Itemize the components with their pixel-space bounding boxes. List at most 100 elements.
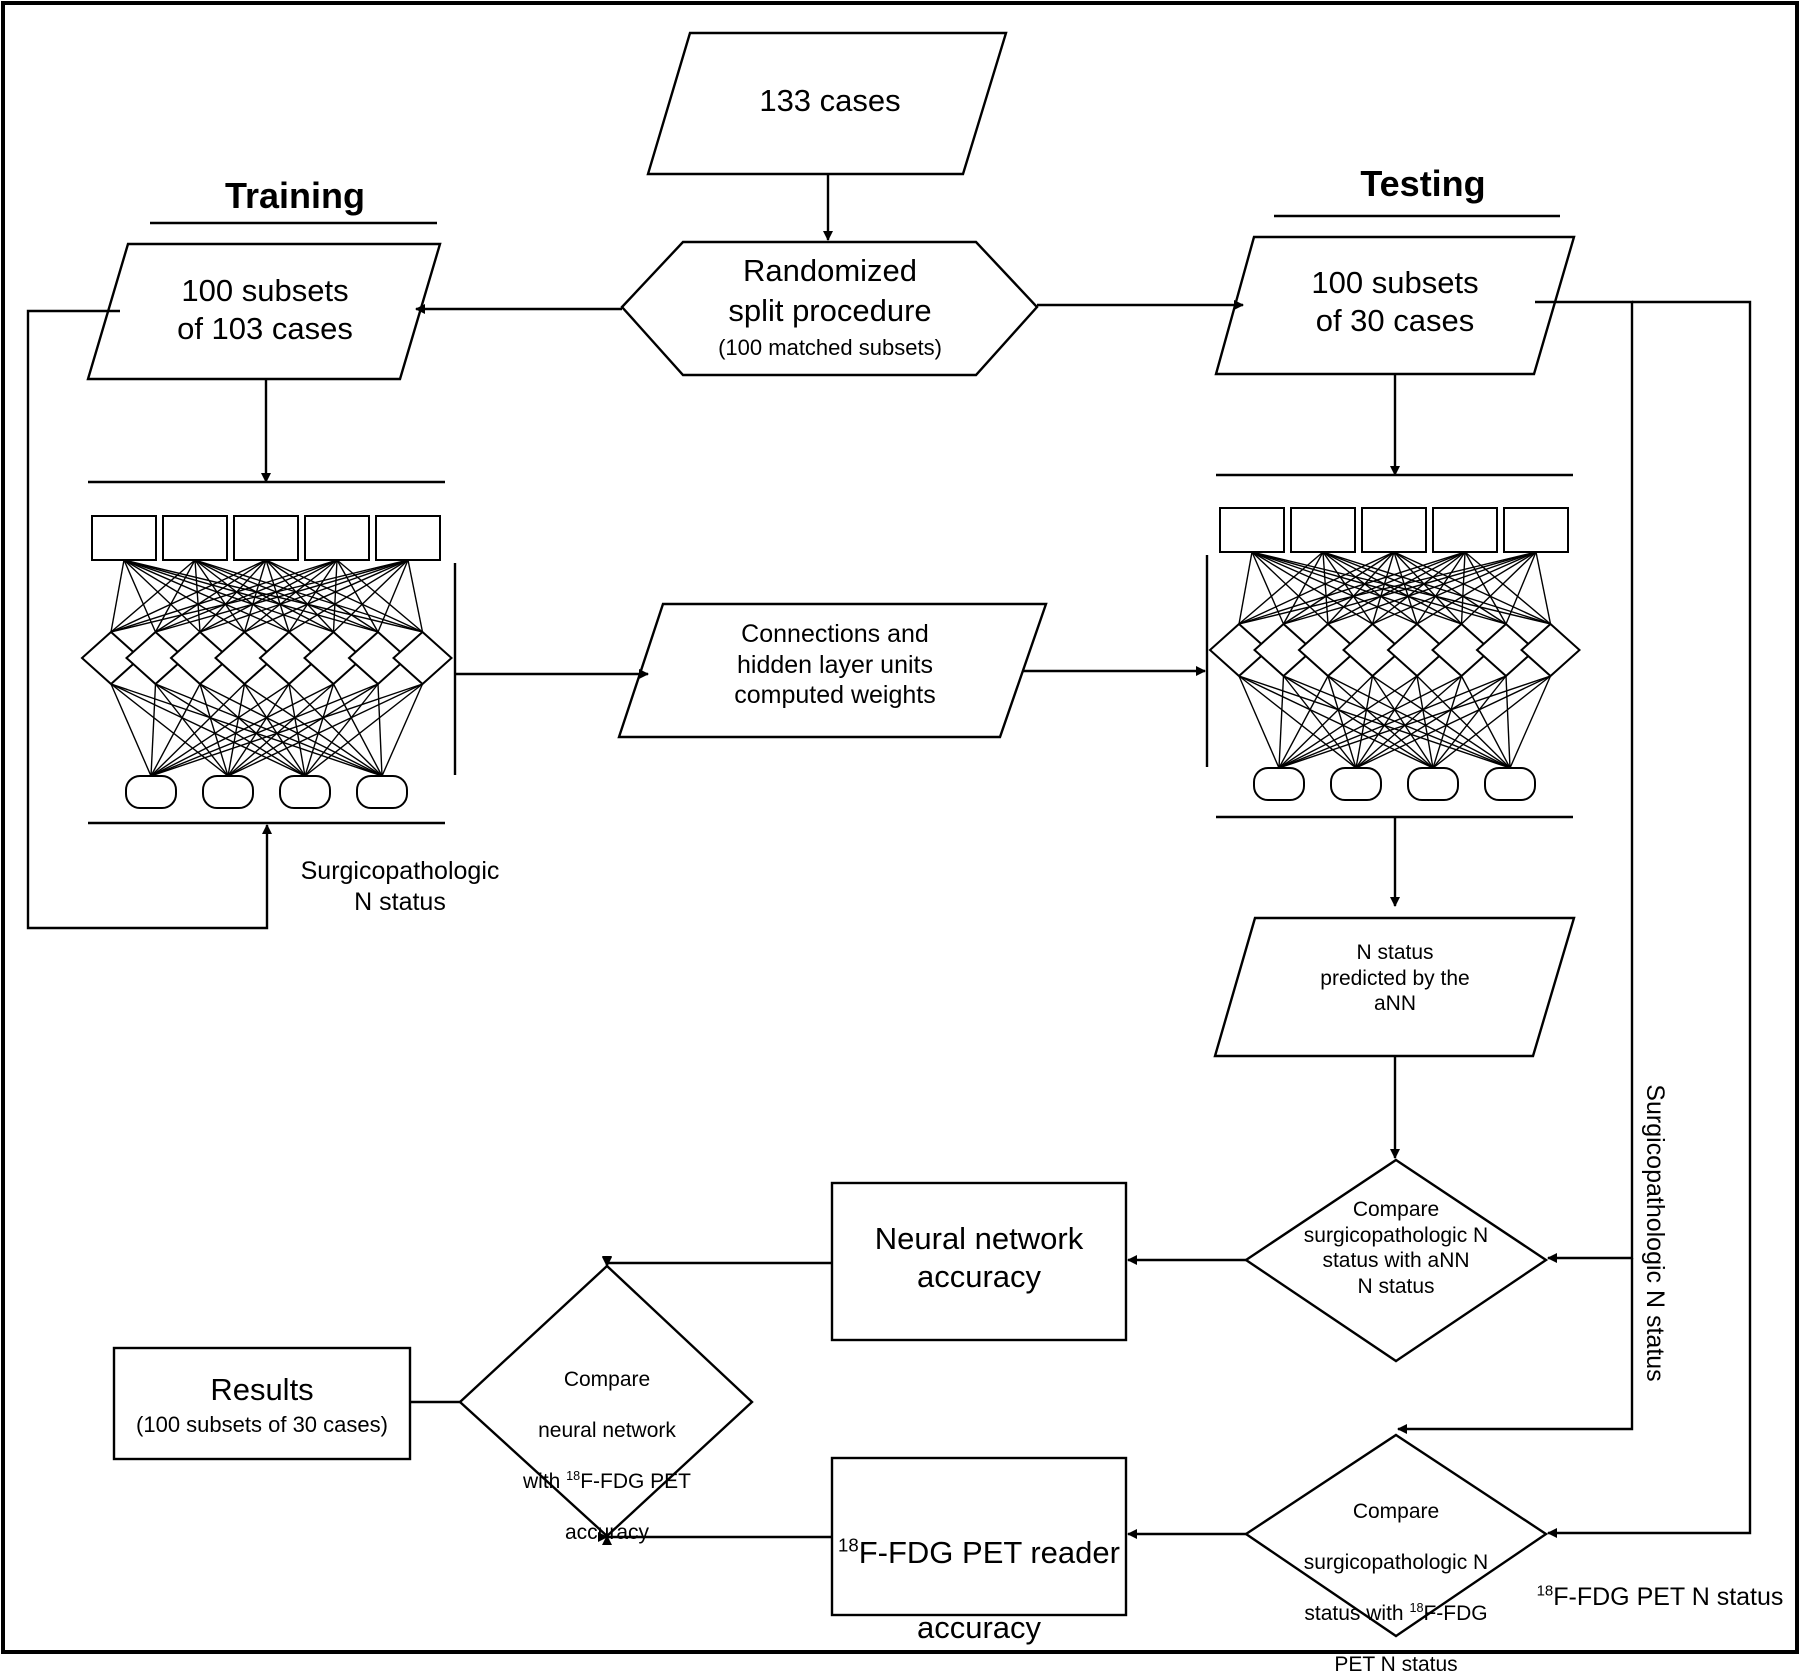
connection-line	[227, 683, 379, 777]
connection-line	[1251, 551, 1507, 625]
connection-line	[155, 559, 267, 633]
connection-line	[110, 683, 229, 777]
connection-line	[1322, 551, 1462, 625]
connection-line	[1283, 551, 1466, 625]
nn-accuracy-box	[830, 1181, 1128, 1342]
network-connections	[110, 559, 424, 777]
hidden-node	[1520, 622, 1581, 678]
connection-line	[336, 559, 423, 633]
compare-ann-diamond	[1243, 1158, 1549, 1363]
connection-line	[265, 559, 335, 633]
hidden-node	[347, 630, 409, 686]
connection-line	[110, 683, 383, 777]
connection-line	[123, 559, 423, 633]
connection-line	[1238, 675, 1511, 769]
connection-line	[336, 559, 379, 633]
connection-line	[150, 683, 290, 777]
connection-line	[155, 559, 409, 633]
arrow-pet-status-loop	[1547, 300, 1752, 1538]
compare-nn-label: Compare neural network with 18F-FDG PET …	[487, 1341, 727, 1546]
connection-line	[1327, 551, 1466, 625]
connection-line	[1251, 551, 1373, 625]
predicted-parallelogram	[1213, 916, 1576, 1058]
cases-parallelogram	[646, 31, 1008, 176]
connections-parallelogram	[617, 602, 1048, 739]
hidden-node	[1431, 622, 1492, 678]
connection-line	[1278, 675, 1462, 769]
connection-line	[288, 683, 306, 777]
connection-line	[265, 559, 290, 633]
connection-line	[1432, 675, 1507, 769]
connection-line	[150, 683, 334, 777]
connection-line	[1372, 551, 1466, 625]
connection-line	[1432, 675, 1463, 769]
hidden-node	[1386, 622, 1448, 678]
connection-line	[154, 683, 229, 777]
arrow-feedback-loop	[26, 309, 272, 930]
connection-line	[1432, 675, 1551, 769]
connection-line	[1416, 551, 1537, 625]
pet-n-status-text: F-FDG PET N status	[1553, 1582, 1784, 1611]
connection-line	[1464, 551, 1551, 625]
connection-line	[155, 559, 338, 633]
connection-line	[1416, 675, 1434, 769]
training-heading: Training	[224, 175, 365, 216]
connection-line	[150, 683, 245, 777]
connection-line	[1278, 675, 1285, 769]
predicted-label: N status predicted by the aNN	[1320, 941, 1470, 1016]
connection-line	[227, 683, 334, 777]
connection-line	[1238, 675, 1357, 769]
hidden-node	[1297, 622, 1359, 678]
connection-line	[1278, 675, 1551, 769]
training-subsets-parallelogram	[86, 242, 442, 381]
output-node	[1330, 767, 1382, 801]
pet-accuracy-line2: accuracy	[916, 1610, 1042, 1646]
connection-line	[194, 559, 334, 633]
connection-line	[265, 559, 423, 633]
split-label-line2: split procedure	[728, 293, 932, 328]
connection-line	[155, 683, 306, 777]
connection-line	[1278, 675, 1418, 769]
compare-ann-label: Compare surgicopathologic N status with …	[1303, 1198, 1489, 1298]
compare-nn-line3-post: F-FDG PET	[580, 1470, 692, 1494]
connection-line	[407, 559, 424, 633]
connection-line	[110, 559, 267, 633]
connection-line	[381, 683, 424, 777]
connection-line	[1238, 675, 1434, 769]
hidden-node	[169, 630, 231, 686]
connection-line	[1355, 675, 1374, 769]
training-neural-network	[80, 515, 453, 809]
vertical-surgico-label: Surgicopathologic N status	[1641, 1084, 1669, 1382]
split-label-line3: (100 matched subsets)	[718, 335, 942, 360]
connection-line	[244, 683, 383, 777]
connection-line	[1372, 551, 1537, 625]
compare-pet-line1: Compare	[1352, 1499, 1440, 1523]
output-node	[202, 775, 254, 809]
input-node	[1219, 507, 1285, 553]
connection-line	[1238, 551, 1324, 625]
input-node	[304, 515, 370, 561]
connection-line	[1327, 675, 1434, 769]
connection-line	[1238, 675, 1280, 769]
connection-line	[332, 559, 338, 633]
input-node	[1503, 507, 1569, 553]
connection-line	[1327, 675, 1511, 769]
connection-line	[1283, 675, 1434, 769]
connection-line	[1278, 675, 1329, 769]
isotope-superscript: 18	[566, 1469, 581, 1484]
connection-line	[123, 559, 157, 633]
connection-line	[1251, 551, 1551, 625]
connection-line	[304, 683, 423, 777]
connection-line	[199, 683, 383, 777]
connection-line	[1327, 551, 1395, 625]
connection-line	[1505, 551, 1537, 625]
connection-line	[1416, 551, 1466, 625]
testing-heading: Testing	[1360, 163, 1486, 204]
results-box	[112, 1346, 412, 1461]
connection-line	[1251, 551, 1418, 625]
connection-line	[1371, 551, 1395, 625]
connection-line	[304, 683, 335, 777]
connection-line	[110, 559, 409, 633]
connection-line	[1322, 551, 1551, 625]
